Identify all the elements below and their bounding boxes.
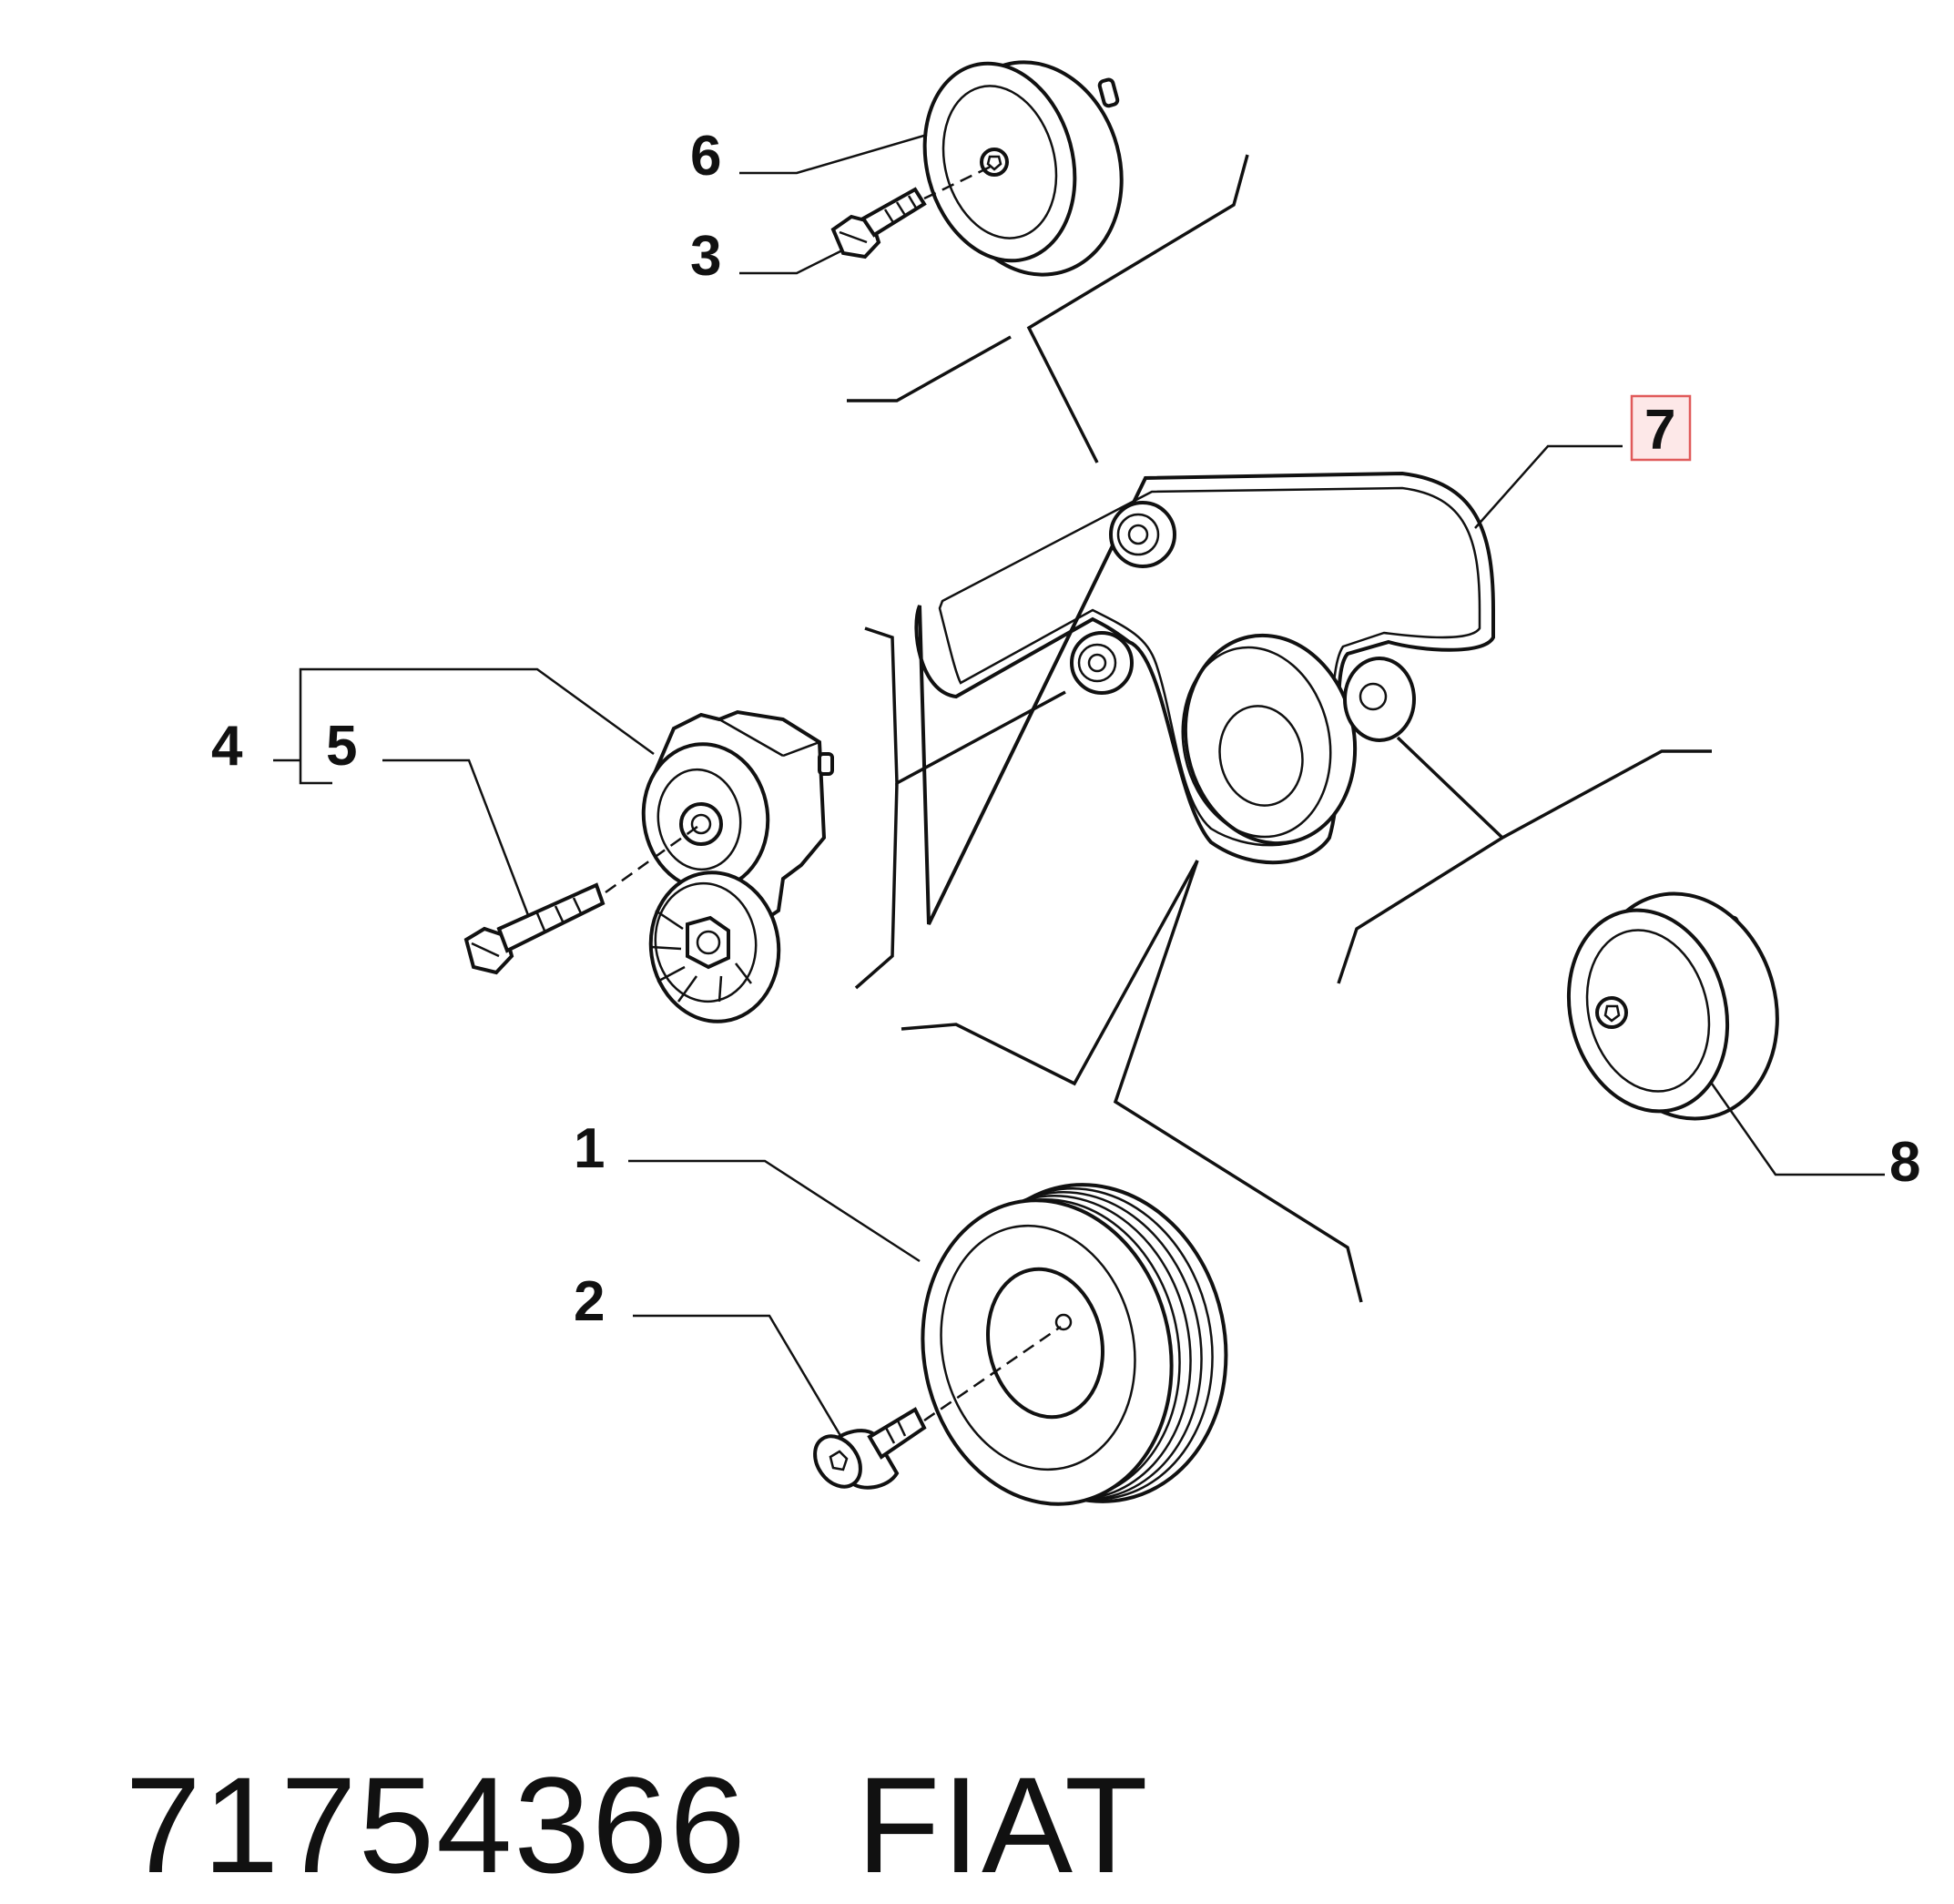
leader-line-3 — [739, 249, 843, 275]
part-number: 71754366 — [125, 1748, 748, 1901]
leader-lines — [273, 133, 1885, 1440]
leader-line-4-bracket — [299, 667, 655, 785]
callout-labels: 6 3 7 4 5 8 1 2 — [211, 125, 1920, 1333]
leader-line-8 — [1710, 1083, 1885, 1176]
bolt-2 — [813, 1325, 1062, 1490]
leader-line-7 — [1474, 444, 1623, 529]
assembly-guide-lines — [847, 154, 1712, 1303]
callout-3[interactable]: 3 — [690, 225, 721, 288]
exploded-parts-diagram: 6 3 7 4 5 8 1 2 — [211, 60, 1920, 1506]
bolt-5 — [463, 822, 702, 975]
callout-2[interactable]: 2 — [574, 1270, 605, 1333]
leader-line-5 — [382, 759, 530, 916]
callout-6[interactable]: 6 — [690, 125, 721, 188]
belt-7 — [914, 471, 1495, 925]
callout-1[interactable]: 1 — [574, 1117, 605, 1180]
callout-4[interactable]: 4 — [211, 715, 243, 778]
callout-8[interactable]: 8 — [1889, 1131, 1920, 1194]
idler-pulley-8 — [1566, 891, 1779, 1121]
callout-7-highlight — [1630, 394, 1692, 462]
part-caption: 71754366 FIAT — [46, 1589, 1150, 1904]
crankshaft-pulley-1 — [921, 1183, 1228, 1506]
callout-7[interactable]: 7 — [1644, 399, 1675, 462]
brand-name: FIAT — [856, 1748, 1150, 1901]
tensioner-4 — [641, 709, 834, 1023]
leader-line-6 — [739, 133, 928, 175]
callout-5[interactable]: 5 — [326, 715, 357, 778]
bolt-3 — [830, 164, 993, 260]
leader-line-1 — [628, 1159, 921, 1263]
leader-line-2 — [633, 1314, 844, 1440]
idler-pulley-6 — [922, 60, 1124, 277]
